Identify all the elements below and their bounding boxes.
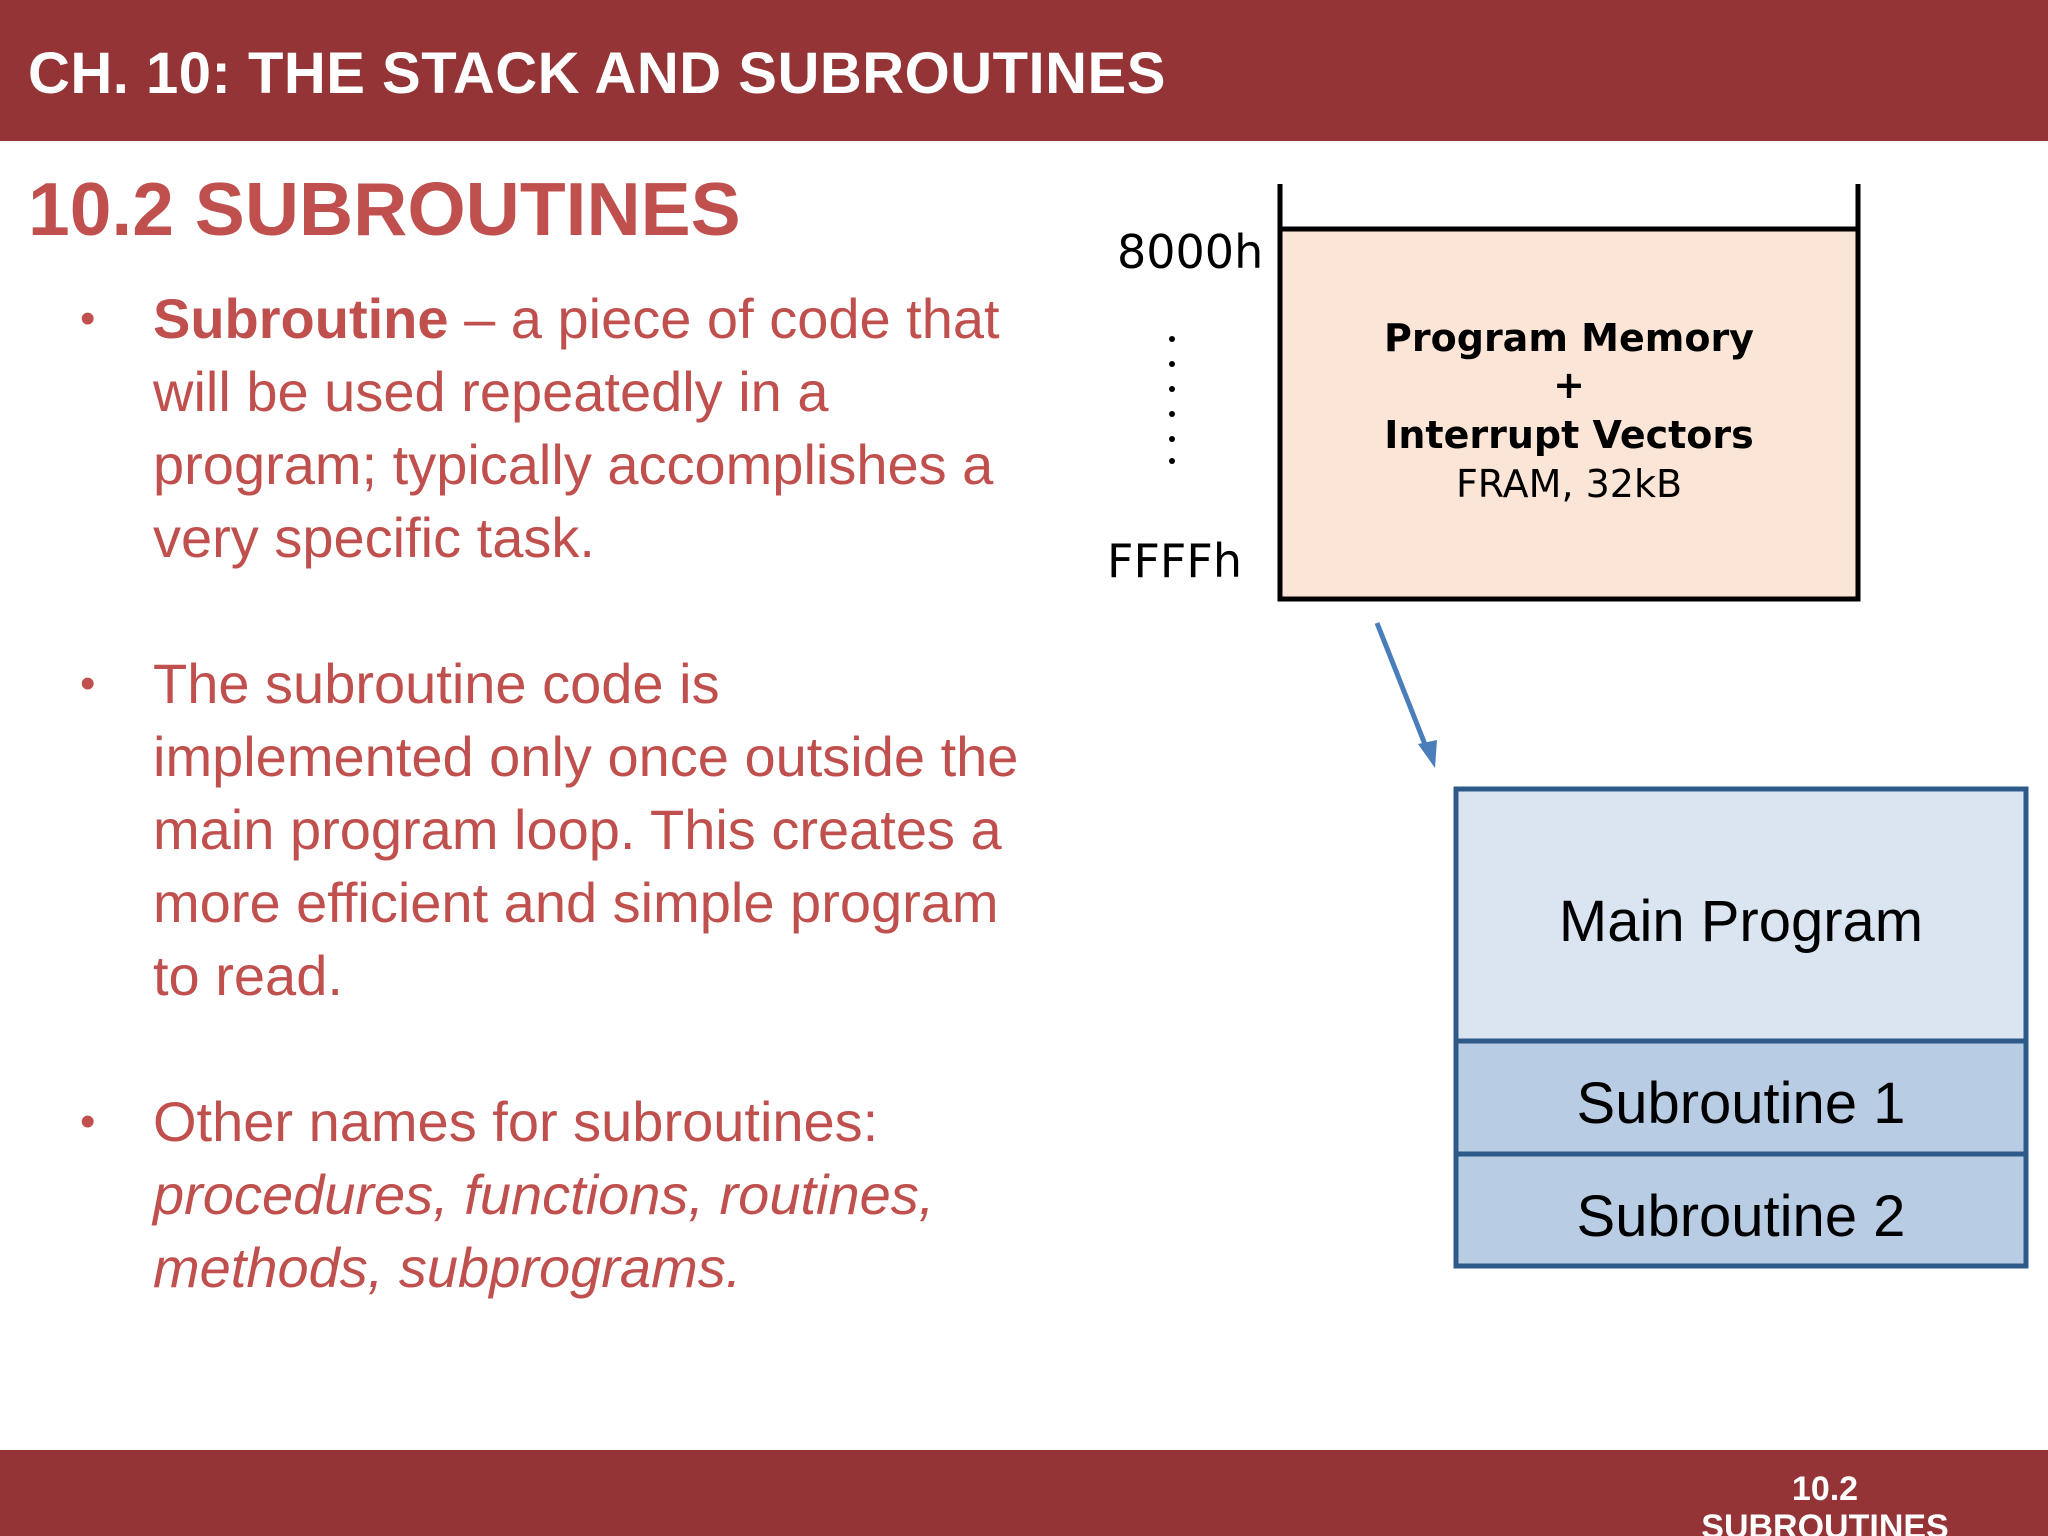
memory-label-vectors: Interrupt Vectors xyxy=(1384,413,1754,457)
main-program-label: Main Program xyxy=(1559,889,1923,954)
bullet-dot: • xyxy=(80,1097,96,1146)
subroutine-1-block xyxy=(1453,1038,2029,1157)
header-bar: CH. 10: THE STACK AND SUBROUTINES xyxy=(0,0,2048,141)
bullet-dot: • xyxy=(80,659,96,708)
memory-label-type: FRAM, 32kB xyxy=(1456,462,1682,506)
bullet-item-definition: • Subroutine – a piece of code that will… xyxy=(80,282,1040,574)
main-program-block xyxy=(1453,786,2029,1044)
arrow-line xyxy=(1374,622,1431,753)
footer-bar: 10.2 SUBROUTINES xyxy=(0,1450,2048,1536)
bullet-dot: • xyxy=(80,294,96,343)
bullet-item-other-names: • Other names for subroutines: procedure… xyxy=(80,1085,1040,1304)
memory-block-fill xyxy=(1280,229,1858,599)
memory-label-program: Program Memory xyxy=(1384,316,1754,360)
bullet-italic-names: procedures, functions, routines, methods… xyxy=(153,1163,935,1299)
chapter-title: CH. 10: THE STACK AND SUBROUTINES xyxy=(28,41,1166,106)
ellipsis-dots xyxy=(1169,336,1175,464)
arrow-head xyxy=(1418,740,1437,768)
section-title: 10.2 SUBROUTINES xyxy=(28,167,741,251)
subroutine-1-label: Subroutine 1 xyxy=(1577,1071,1906,1136)
memory-label-plus: + xyxy=(1553,363,1585,407)
bullet-text: The subroutine code is implemented only … xyxy=(153,652,1019,1007)
memory-block-outline xyxy=(1277,184,1861,602)
subroutine-2-block xyxy=(1453,1151,2029,1269)
memory-start-address: 8000h xyxy=(1117,225,1263,279)
subroutine-2-label: Subroutine 2 xyxy=(1577,1184,1906,1249)
bullet-term: Subroutine xyxy=(153,287,449,350)
bullet-text: Other names for subroutines: xyxy=(153,1090,879,1153)
bullet-item-implementation: • The subroutine code is implemented onl… xyxy=(80,647,1040,1012)
bullet-list: • Subroutine – a piece of code that will… xyxy=(80,282,1040,1377)
bullet-text: – a piece of code that will be used repe… xyxy=(153,287,1000,569)
footer-section-label: 10.2 SUBROUTINES xyxy=(1701,1470,1949,1536)
memory-end-address: FFFFh xyxy=(1107,534,1242,588)
